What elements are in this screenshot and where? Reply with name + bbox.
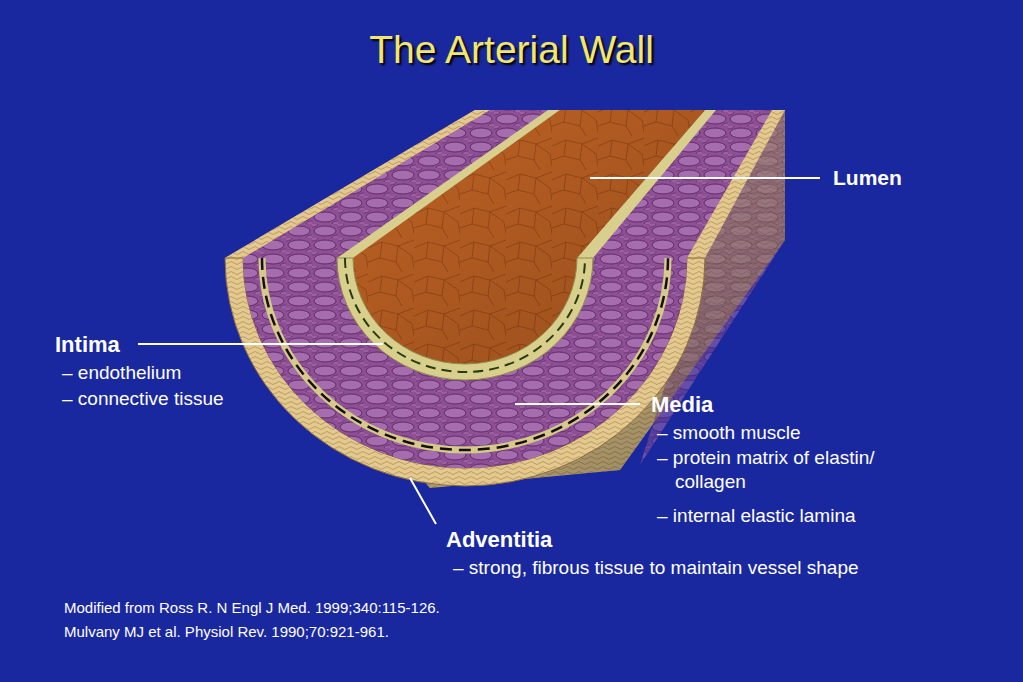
layer-detail: – protein matrix of elastin/ collagen: [657, 446, 925, 494]
layer-detail: – connective tissue: [62, 387, 224, 411]
layer-detail: – endothelium: [62, 361, 181, 385]
layer-detail: – internal elastic lamina: [657, 504, 856, 528]
layer-detail: – strong, fibrous tissue to maintain ves…: [453, 556, 859, 580]
slide-title: The Arterial Wall: [0, 28, 1023, 72]
layer-label: Media: [651, 391, 713, 419]
citation: Modified from Ross R. N Engl J Med. 1999…: [64, 599, 440, 618]
citation: Mulvany MJ et al. Physiol Rev. 1990;70:9…: [64, 623, 389, 642]
layer-label: Intima: [55, 331, 120, 359]
layer-label: Adventitia: [446, 526, 552, 554]
layer-detail: – smooth muscle: [657, 421, 801, 445]
layer-label: Lumen: [833, 165, 902, 191]
